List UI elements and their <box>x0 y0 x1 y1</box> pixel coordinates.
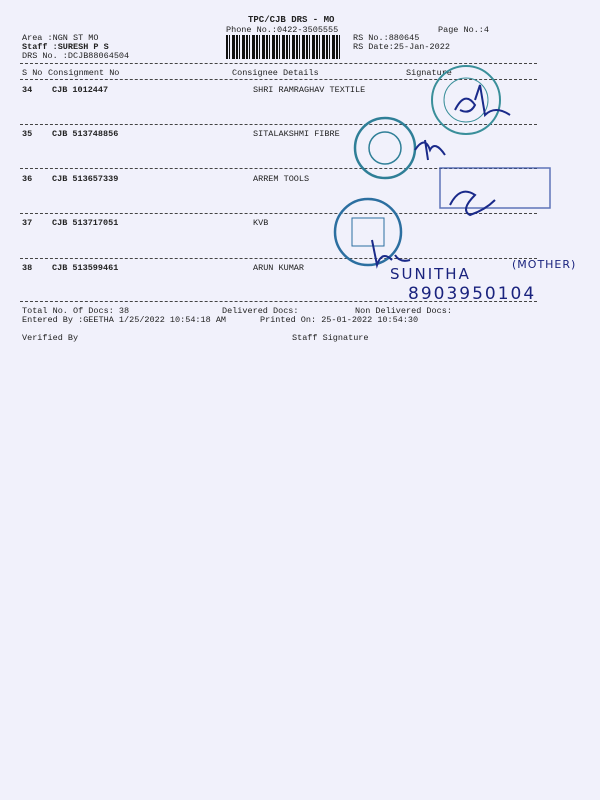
row-sno: 36 <box>22 174 33 184</box>
document-title: TPC/CJB DRS - MO <box>248 15 335 25</box>
handwritten-name: SUNITHA <box>390 265 471 283</box>
verified-by: Verified By <box>22 333 79 343</box>
drs-number: DRS No. :DCJB88064504 <box>22 51 130 61</box>
row-sno: 37 <box>22 218 33 228</box>
row-sno: 35 <box>22 129 33 139</box>
handwritten-relation: (MOTHER) <box>512 258 577 271</box>
row-consignee: ARUN KUMAR <box>253 263 305 273</box>
total-docs: Total No. Of Docs: 38 <box>22 306 130 316</box>
row-consignee: ARREM TOOLS <box>253 174 310 184</box>
rs-number: RS No.:880645 <box>353 33 420 43</box>
row-sno: 34 <box>22 85 33 95</box>
stamp-icon <box>439 167 551 209</box>
phone-number: Phone No.:0422-3505555 <box>226 25 339 35</box>
entered-by: Entered By :GEETHA 1/25/2022 10:54:18 AM <box>22 315 227 325</box>
stamp-icon <box>333 197 403 267</box>
page-number: Page No.:4 <box>438 25 490 35</box>
row-consignment: CJB 513657339 <box>52 174 119 184</box>
col-signature: Signature <box>406 68 452 78</box>
handwritten-phone: 8903950104 <box>408 284 537 304</box>
row-consignment: CJB 513748856 <box>52 129 119 139</box>
signature-icon <box>371 84 511 269</box>
row-consignment: CJB 513717051 <box>52 218 119 228</box>
staff-signature: Staff Signature <box>292 333 369 343</box>
stamps-and-signatures <box>333 65 551 269</box>
non-delivered-docs: Non Delivered Docs: <box>355 306 452 316</box>
row-sno: 38 <box>22 263 33 273</box>
col-consignee: Consignee Details <box>232 68 319 78</box>
barcode <box>226 35 342 59</box>
col-consignment: Consignment No <box>48 68 120 78</box>
stamp-icon <box>431 65 501 135</box>
col-sno: S No <box>22 68 43 78</box>
row-consignee: SHRI RAMRAGHAV TEXTILE <box>253 85 366 95</box>
printed-on: Printed On: 25-01-2022 10:54:30 <box>260 315 419 325</box>
stamp-icon <box>353 116 417 180</box>
rs-date: RS Date:25-Jan-2022 <box>353 42 450 52</box>
delivered-docs: Delivered Docs: <box>222 306 299 316</box>
row-consignee: SITALAKSHMI FIBRE <box>253 129 340 139</box>
row-consignment: CJB 513599461 <box>52 263 119 273</box>
row-consignee: KVB <box>253 218 269 228</box>
area: Area :NGN ST MO <box>22 33 99 43</box>
row-consignment: CJB 1012447 <box>52 85 109 95</box>
staff: Staff :SURESH P S <box>22 42 109 52</box>
